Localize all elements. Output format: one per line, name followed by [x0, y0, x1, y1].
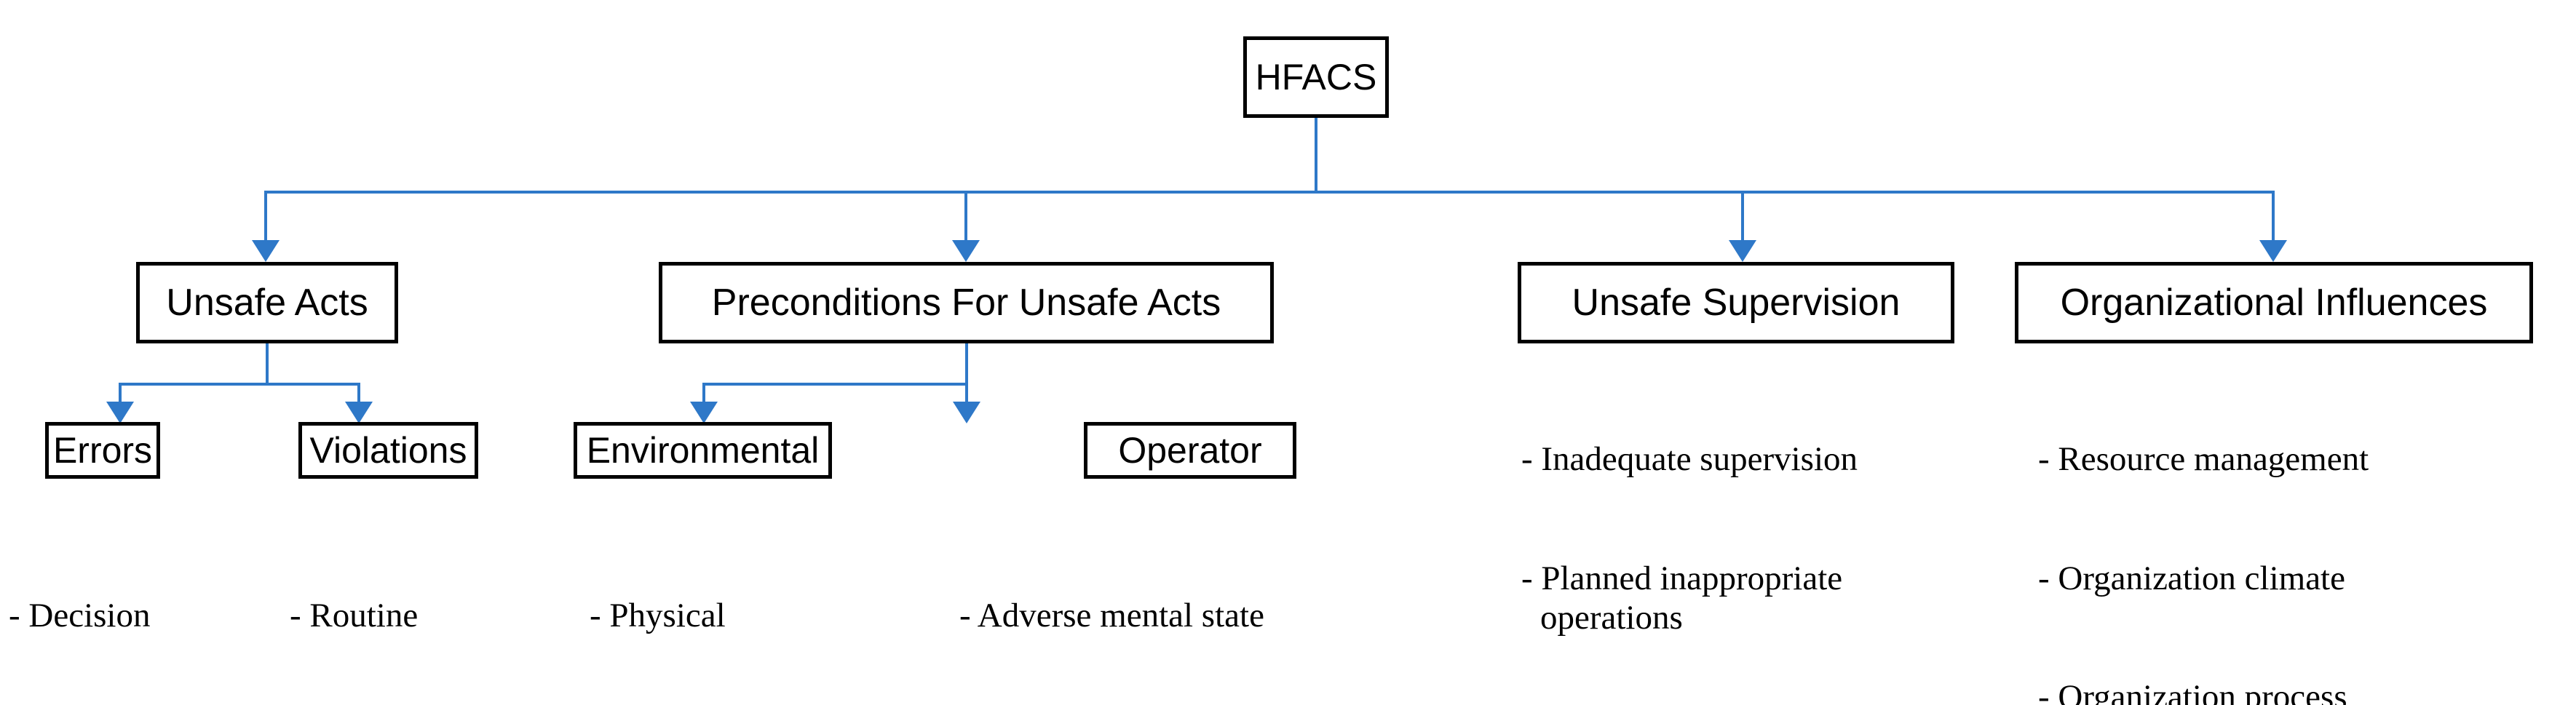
bullet-item: - Physical	[590, 597, 726, 635]
bullet-item: - Inadequate supervision	[1521, 440, 1858, 479]
bullet-item: - Organization climate	[2038, 559, 2345, 597]
connector-drop-unsafe-supervision	[1741, 191, 1744, 243]
bullet-item: - Resource management	[2038, 440, 2369, 479]
node-label: Preconditions For Unsafe Acts	[711, 282, 1221, 324]
node-label: Environmental	[586, 430, 820, 471]
node-operator[interactable]: Operator	[1084, 422, 1296, 479]
node-unsafe-supervision[interactable]: Unsafe Supervision	[1518, 262, 1954, 343]
node-violations[interactable]: Violations	[298, 422, 478, 479]
bullets-errors: - Decision - Skill based - Perceptual	[9, 517, 263, 705]
node-environmental[interactable]: Environmental	[574, 422, 832, 479]
node-label: Violations	[309, 430, 467, 471]
arrow-head-errors	[106, 402, 134, 423]
connector-bus-unsafe-acts	[119, 383, 360, 386]
bullets-unsafe-supervision: - Inadequate supervision - Planned inapp…	[1521, 360, 1976, 705]
connector-level2-bus	[264, 191, 2273, 194]
bullet-item: - Planned inappropriate operations	[1521, 559, 1851, 637]
bullets-operator: - Adverse mental state - Adverse physiol…	[959, 517, 1498, 705]
connector-stem-preconditions	[965, 343, 968, 384]
arrow-head-unsafe-supervision	[1729, 240, 1756, 262]
connector-drop-environmental	[702, 383, 705, 406]
arrow-head-organizational-influences	[2259, 240, 2287, 262]
node-label: Organizational Influences	[2060, 282, 2488, 324]
connector-drop-violations	[357, 383, 360, 406]
connector-bus-preconditions	[702, 383, 968, 386]
bullet-item: - Routine	[290, 597, 419, 635]
node-label: HFACS	[1255, 57, 1377, 97]
node-hfacs-root[interactable]: HFACS	[1243, 36, 1389, 118]
node-unsafe-acts[interactable]: Unsafe Acts	[136, 262, 398, 343]
bullets-violations: - Routine - Exceptional	[290, 517, 530, 705]
node-organizational-influences[interactable]: Organizational Influences	[2015, 262, 2533, 343]
bullets-environmental: - Physical - Technological	[590, 517, 895, 705]
arrow-head-operator	[953, 402, 980, 423]
connector-drop-errors	[119, 383, 122, 406]
bullet-item: - Adverse mental state	[959, 597, 1264, 635]
arrow-head-preconditions	[952, 240, 980, 262]
connector-drop-operator	[965, 383, 968, 406]
arrow-head-violations	[345, 402, 373, 423]
node-label: Errors	[52, 430, 153, 471]
connector-drop-organizational-influences	[2272, 191, 2275, 243]
connector-drop-unsafe-acts	[264, 191, 267, 243]
connector-stem-unsafe-acts	[266, 343, 269, 384]
connector-root-stem	[1315, 118, 1317, 192]
connector-drop-preconditions	[964, 191, 967, 243]
node-errors[interactable]: Errors	[45, 422, 160, 479]
node-preconditions-for-unsafe-acts[interactable]: Preconditions For Unsafe Acts	[659, 262, 1274, 343]
bullets-organizational-influences: - Resource management - Organization cli…	[2038, 360, 2548, 705]
node-label: Unsafe Supervision	[1572, 282, 1901, 324]
node-label: Operator	[1118, 430, 1262, 471]
arrow-head-unsafe-acts	[252, 240, 280, 262]
bullet-item: - Decision	[9, 597, 151, 635]
bullet-item: - Organization process	[2038, 678, 2347, 705]
node-label: Unsafe Acts	[166, 282, 368, 324]
arrow-head-environmental	[690, 402, 718, 423]
